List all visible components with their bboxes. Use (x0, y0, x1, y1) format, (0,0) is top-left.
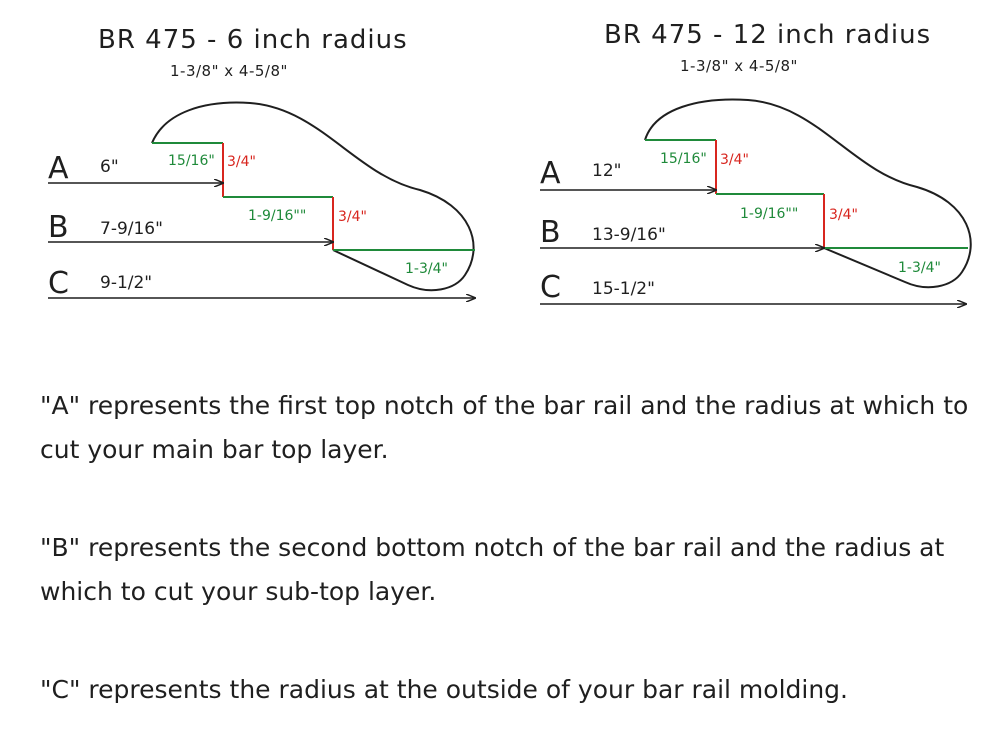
row-distance-c: 15-1/2" (592, 279, 655, 299)
row-letter-c: C (48, 266, 69, 301)
row-letter-b: B (48, 210, 69, 245)
row-distance-a: 12" (592, 161, 621, 181)
bar-rail-profile (151, 101, 475, 292)
description-a: "A" represents the first top notch of th… (40, 391, 969, 464)
diagram-title: BR 475 - 12 inch radius (604, 20, 931, 50)
row-distance-b: 7-9/16" (100, 219, 163, 239)
row-distance-c: 9-1/2" (100, 273, 152, 293)
diagram-12-inch: BR 475 - 12 inch radius 1-3/8" x 4-5/8" … (540, 20, 972, 305)
diagram-title: BR 475 - 6 inch radius (98, 25, 408, 55)
row-letter-a: A (48, 151, 69, 186)
notch-label-mid-height: 3/4" (829, 207, 858, 223)
notch-label-bottom-width: 1-3/4" (405, 261, 448, 277)
notch-label-top-width: 15/16" (168, 153, 215, 169)
row-letter-b: B (540, 215, 561, 250)
diagram-subtitle: 1-3/8" x 4-5/8" (170, 62, 288, 80)
diagram-subtitle: 1-3/8" x 4-5/8" (680, 57, 798, 75)
notch-label-top-height: 3/4" (720, 152, 749, 168)
row-letter-a: A (540, 156, 561, 191)
row-distance-a: 6" (100, 157, 119, 177)
description-c: "C" represents the radius at the outside… (40, 675, 848, 704)
notch-label-top-height: 3/4" (227, 154, 256, 170)
notch-label-mid-height: 3/4" (338, 209, 367, 225)
notch-label-top-width: 15/16" (660, 151, 707, 167)
row-letter-c: C (540, 270, 561, 305)
description-b: "B" represents the second bottom notch o… (40, 533, 945, 606)
notch-label-mid-width: 1-9/16"" (248, 208, 306, 224)
diagram-6-inch: BR 475 - 6 inch radius 1-3/8" x 4-5/8" A… (48, 25, 475, 301)
notch-label-bottom-width: 1-3/4" (898, 260, 941, 276)
bar-rail-profile (644, 98, 972, 289)
notch-label-mid-width: 1-9/16"" (740, 206, 798, 222)
row-distance-b: 13-9/16" (592, 225, 666, 245)
